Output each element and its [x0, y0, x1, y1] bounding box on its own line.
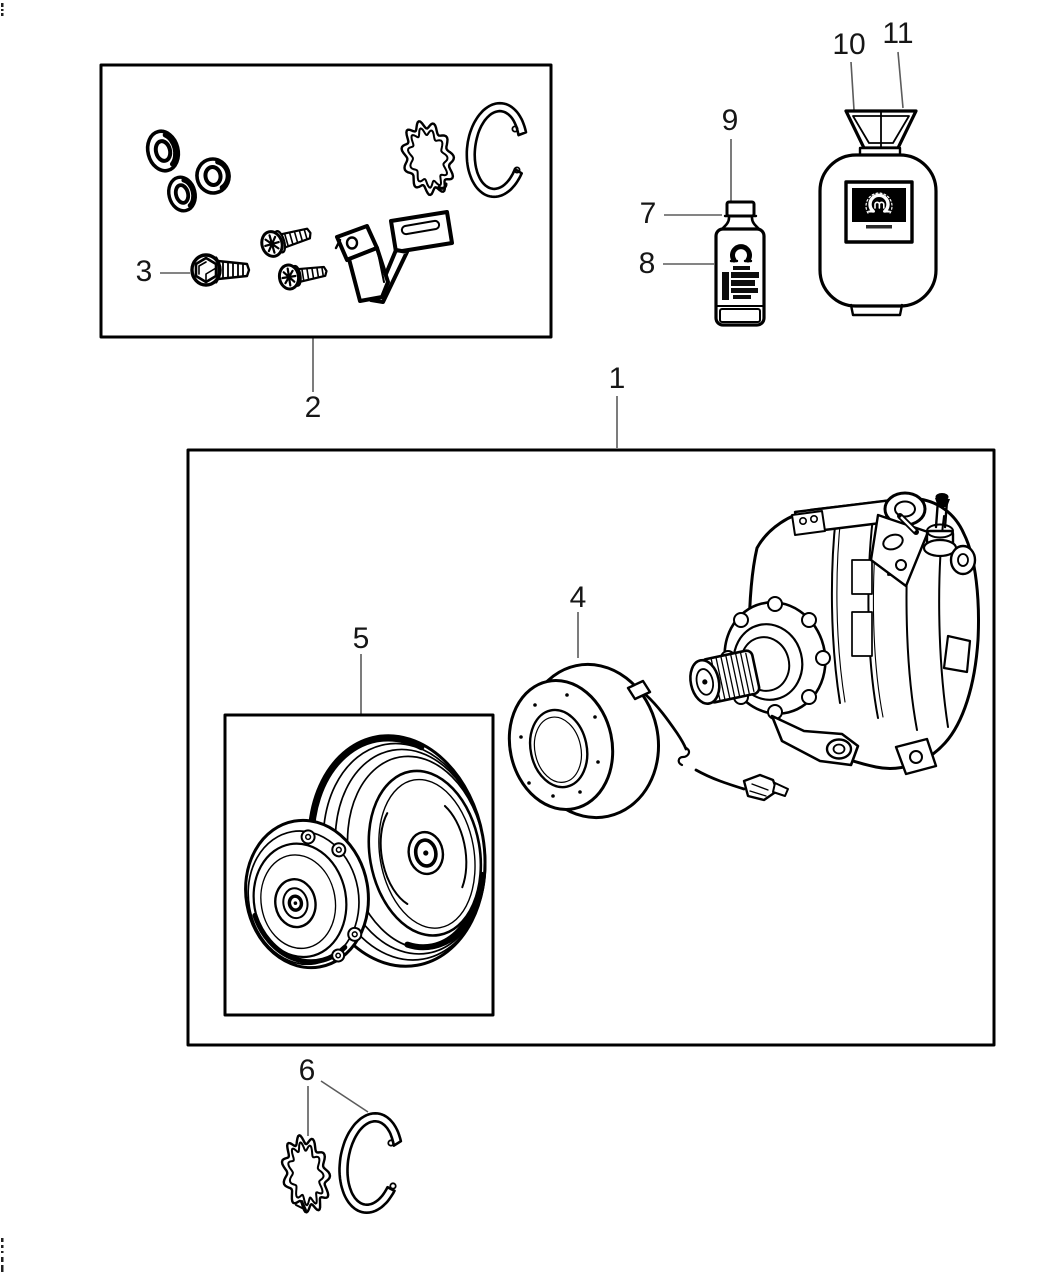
gasket-ring: [400, 120, 456, 197]
mopar-omega-logo: [865, 192, 893, 214]
snap-ring-large: [465, 101, 528, 199]
callout-6: 6: [298, 1054, 316, 1087]
grommet-2: [167, 175, 197, 213]
clutch-plate: [244, 818, 370, 970]
registration-marks: [1, 3, 4, 1272]
c-snap-ring: [338, 1112, 403, 1214]
coil-terminal: [626, 679, 652, 701]
callout-9: 9: [721, 104, 739, 137]
bottle-label: [722, 244, 759, 300]
tank-body: [818, 153, 938, 308]
phillips-screw-2: [277, 263, 328, 291]
mopar-omega-logo: [729, 244, 753, 263]
callout-8: 8: [638, 247, 656, 280]
pulley-clutch-box: [223, 713, 495, 1017]
oil-bottle: [714, 200, 766, 327]
hex-flange-bolt: [190, 253, 251, 287]
callout-5: 5: [352, 622, 370, 655]
snap-ring-set: [280, 1112, 403, 1214]
callout-7: 7: [639, 197, 657, 230]
splined-shaft: [689, 649, 761, 705]
bottle-cap: [725, 200, 756, 218]
callout-11: 11: [882, 17, 914, 50]
grommet-1: [145, 129, 181, 173]
leader-lines: [160, 51, 904, 1136]
grommet-3: [195, 157, 231, 195]
phillips-screw-1: [260, 227, 312, 258]
callout-10: 10: [832, 28, 866, 61]
tank-handle: [844, 109, 918, 150]
mounting-bracket: [334, 210, 454, 304]
compressor-assembly-box: [186, 448, 996, 1047]
coil-wire: [644, 693, 789, 802]
callout-3: 3: [135, 255, 153, 288]
wavy-snap-ring: [280, 1134, 332, 1214]
clutch-coil: [507, 662, 661, 820]
callout-4: 4: [569, 581, 587, 614]
callout-1: 1: [608, 362, 626, 395]
compressor: [689, 491, 980, 776]
callout-2: 2: [304, 391, 322, 424]
tank-label: [844, 180, 914, 244]
hardware-kit-box: [99, 63, 553, 339]
refrigerant-tank: [818, 109, 938, 317]
